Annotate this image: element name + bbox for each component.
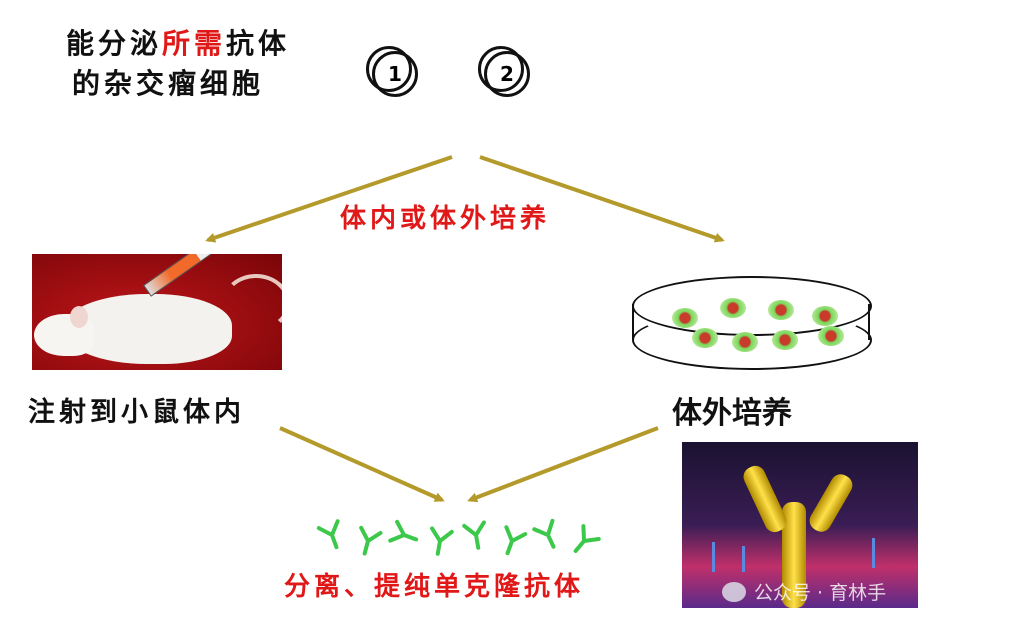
- arrow-from-dish: [467, 426, 659, 503]
- antibody-icon: [504, 525, 528, 556]
- antibody-3d-image: [682, 442, 918, 608]
- in-vivo-label: 注射到小鼠体内: [28, 397, 245, 428]
- arrow-to-dish: [479, 155, 725, 243]
- cell-number: 2: [500, 62, 514, 86]
- cultured-cell: [720, 298, 746, 318]
- antibody-icon: [388, 519, 419, 543]
- cultured-cell: [732, 332, 758, 352]
- hybridoma-line2: 的杂交瘤细胞: [72, 67, 265, 100]
- cultured-cell: [812, 306, 838, 326]
- text: 能分泌: [66, 27, 163, 60]
- watermark: 公众号 · 育林手: [722, 578, 886, 605]
- watermark-text: 公众号 · 育林手: [754, 582, 887, 604]
- antibody-icon: [573, 524, 601, 553]
- hybridoma-label: 能分泌所需抗体 的杂交瘤细胞: [66, 24, 290, 104]
- cell-number: 1: [388, 62, 402, 86]
- arrow-to-mouse: [205, 155, 453, 243]
- antibody-icon: [359, 525, 383, 556]
- antibody-row: [316, 518, 608, 556]
- cultured-cell: [768, 300, 794, 320]
- cultured-cell: [692, 328, 718, 348]
- antibody-icon: [462, 520, 486, 550]
- mouse-ear: [70, 306, 88, 328]
- highlight-text: 所需: [162, 27, 227, 60]
- cultured-cell: [818, 326, 844, 346]
- result-label: 分离、提纯单克隆抗体: [284, 572, 585, 602]
- hybridoma-cell-1: 1: [366, 46, 418, 97]
- arrow-from-mouse: [279, 426, 445, 502]
- wechat-icon: [722, 581, 746, 602]
- text: 抗体: [226, 27, 291, 60]
- cultured-cell: [772, 330, 798, 350]
- in-vitro-label: 体外培养: [672, 396, 792, 431]
- mouse-injection-image: [32, 254, 282, 370]
- petri-dish-image: [632, 262, 872, 370]
- antibody-icon: [430, 526, 454, 556]
- hybridoma-cell-2: 2: [478, 46, 530, 97]
- hybridoma-line1: 能分泌所需抗体: [66, 24, 290, 64]
- antibody-icon: [532, 518, 556, 549]
- antibody-icon: [316, 519, 340, 550]
- culture-label: 体内或体外培养: [340, 204, 551, 234]
- mouse-tail: [222, 274, 282, 332]
- cultured-cell: [672, 308, 698, 328]
